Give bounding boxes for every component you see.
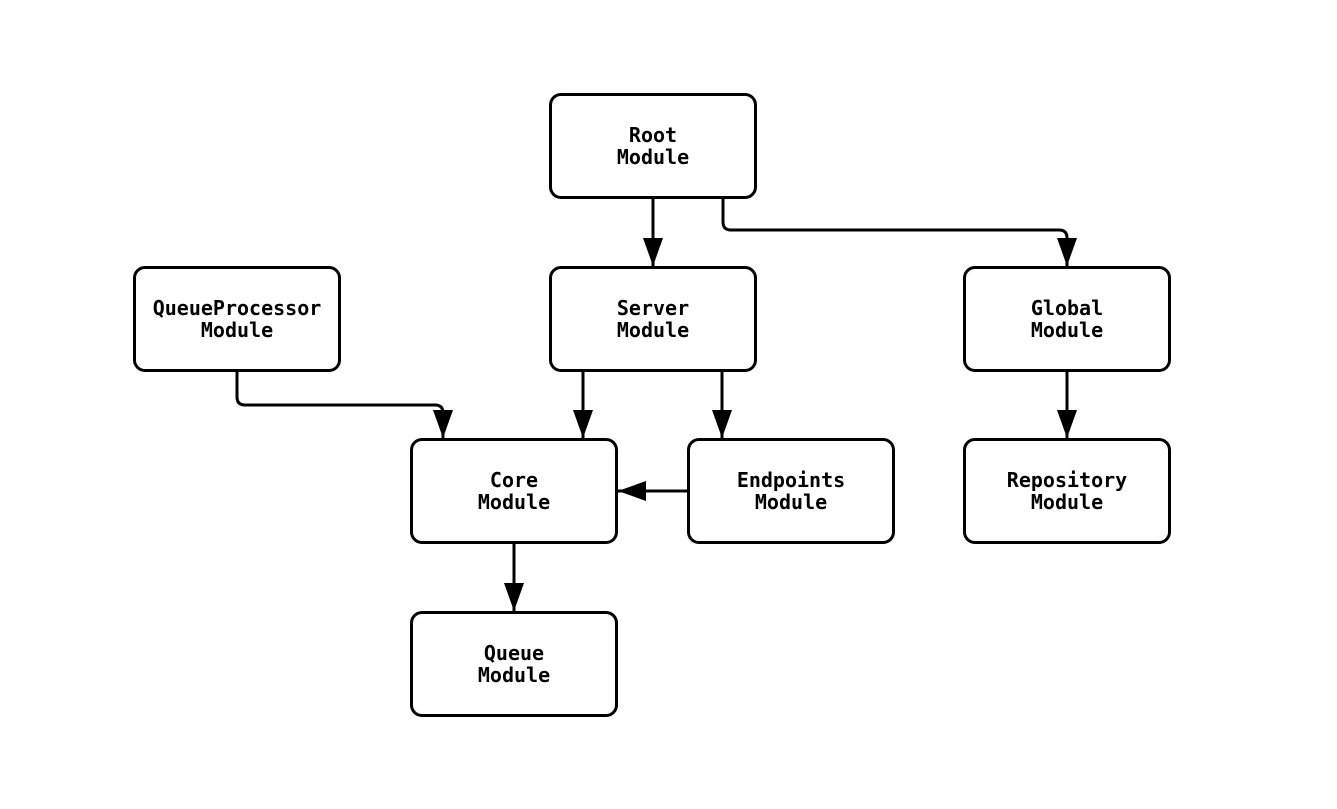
node-repository-module: Repository Module — [963, 438, 1171, 544]
edge-queueprocessor-to-core — [235, 372, 453, 438]
node-root-module-label: Root Module — [616, 123, 690, 169]
node-server-module-label: Server Module — [616, 296, 690, 342]
node-queueprocessor-module: QueueProcessor Module — [133, 266, 341, 372]
node-core-module-label: Core Module — [477, 468, 551, 514]
node-endpoints-module-label: Endpoints Module — [736, 468, 846, 514]
node-server-module: Server Module — [549, 266, 757, 372]
node-global-module: Global Module — [963, 266, 1171, 372]
node-queue-module: Queue Module — [410, 611, 618, 717]
node-queueprocessor-module-label: QueueProcessor Module — [152, 296, 322, 342]
node-global-module-label: Global Module — [1030, 296, 1104, 342]
node-repository-module-label: Repository Module — [1006, 468, 1128, 514]
node-core-module: Core Module — [410, 438, 618, 544]
edge-root-to-global — [721, 199, 1077, 266]
node-root-module: Root Module — [549, 93, 757, 199]
node-endpoints-module: Endpoints Module — [687, 438, 895, 544]
node-queue-module-label: Queue Module — [477, 641, 551, 687]
